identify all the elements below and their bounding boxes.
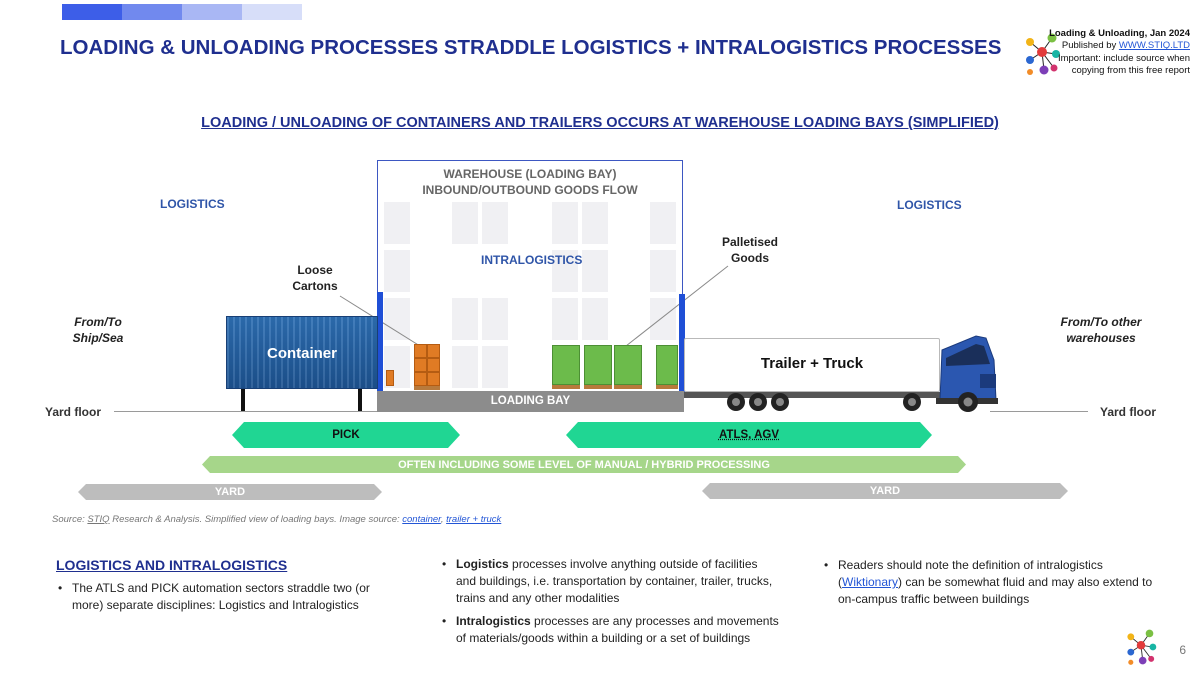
report-name: Loading & Unloading, Jan 2024 [1049, 28, 1190, 39]
yard-floor-line-right [990, 411, 1088, 412]
source-separator: , [440, 514, 447, 525]
color-bar-segment-1 [62, 4, 122, 20]
intralogistics-definition: processes are any processes and movement… [456, 614, 779, 645]
page-title: LOADING & UNLOADING PROCESSES STRADDLE L… [60, 36, 1002, 59]
atls-agv-arrow: ATLS, AGV [566, 422, 932, 448]
warehouse-title-line2: INBOUND/OUTBOUND GOODS FLOW [422, 183, 638, 197]
diagram-subtitle: LOADING / UNLOADING OF CONTAINERS AND TR… [201, 115, 999, 131]
stiq-logo-small-icon [1127, 629, 1157, 665]
shipping-container: Container [226, 316, 378, 389]
loose-cartons-line1: Loose [297, 263, 333, 277]
palletised-goods-line1: Palletised [721, 235, 779, 249]
logistics-term: Logistics [456, 557, 509, 571]
palletised-goods [552, 345, 680, 390]
source-note-line1: Important: include source when [1057, 52, 1190, 64]
list-item: The ATLS and PICK automation sectors str… [56, 580, 396, 614]
loose-cartons-line2: Cartons [292, 279, 338, 293]
from-warehouses-line1: From/To other [1060, 315, 1142, 329]
trailer: Trailer + Truck [684, 338, 940, 392]
trailer-truck-image-link[interactable]: trailer + truck [446, 514, 502, 525]
palletised-goods-line2: Goods [731, 251, 769, 265]
container-leg-left [241, 389, 245, 411]
list-item: Intralogistics processes are any process… [440, 613, 780, 647]
published-by-prefix: Published by [1061, 40, 1119, 52]
loose-cartons [386, 344, 442, 390]
container-leg-right [358, 389, 362, 411]
column-3-bullets: Readers should note the definition of in… [822, 557, 1168, 614]
loading-bay-post-left [377, 292, 383, 392]
logistics-definition: processes involve anything outside of fa… [456, 557, 773, 605]
source-line: Source: STIQ Research & Analysis. Simpli… [52, 514, 501, 525]
source-middle: Research & Analysis. Simplified view of … [109, 514, 403, 525]
intralogistics-term: Intralogistics [456, 614, 531, 628]
from-ship-line1: From/To [74, 315, 122, 329]
warehouse-title: WAREHOUSE (LOADING BAY) INBOUND/OUTBOUND… [377, 166, 683, 198]
color-bar-segment-3 [182, 4, 242, 20]
col3-pre: Readers should note the definition of in… [838, 558, 1103, 589]
page-number: 6 [1179, 643, 1186, 657]
color-bar-segment-2 [122, 4, 182, 20]
from-ship-label: From/To Ship/Sea [56, 314, 140, 346]
container-label: Container [266, 345, 337, 362]
atls-agv-label: ATLS, AGV [718, 429, 780, 441]
source-note-line2: copying from this free report [1071, 64, 1190, 76]
from-warehouses-label: From/To other warehouses [1046, 314, 1156, 346]
source-stiq: STIQ [87, 514, 110, 525]
yard-arrow-right: YARD [702, 483, 1068, 499]
manual-processing-arrow: OFTEN INCLUDING SOME LEVEL OF MANUAL / H… [202, 456, 966, 473]
logistics-label-right: LOGISTICS [897, 198, 962, 212]
yard-arrow-left: YARD [78, 484, 382, 500]
loose-cartons-label: Loose Cartons [282, 262, 348, 294]
col1-bullet1-text: The ATLS and PICK automation sectors str… [72, 581, 370, 612]
trailer-truck-label: Trailer + Truck [760, 355, 864, 372]
yard-floor-label-right: Yard floor [1100, 405, 1157, 419]
stiq-website-link[interactable]: WWW.STIQ.LTD [1118, 40, 1190, 52]
source-prefix: Source: [52, 514, 88, 525]
column-2-bullets: Logistics processes involve anything out… [440, 556, 780, 653]
list-item: Logistics processes involve anything out… [440, 556, 780, 607]
top-color-bar [0, 0, 310, 24]
pick-arrow: PICK [232, 422, 460, 448]
intralogistics-label: INTRALOGISTICS [481, 253, 583, 267]
col3-post: ) can be somewhat fluid and may also ext… [838, 575, 1153, 606]
published-by: Published by WWW.STIQ.LTD [1040, 40, 1190, 52]
loading-bay-bar: LOADING BAY [377, 391, 684, 412]
logistics-label-left: LOGISTICS [160, 197, 225, 211]
warehouse-title-line1: WAREHOUSE (LOADING BAY) [443, 167, 617, 181]
from-ship-line2: Ship/Sea [72, 331, 124, 345]
container-image-link[interactable]: container [402, 514, 441, 525]
loading-bay-post-right [679, 294, 685, 392]
from-warehouses-line2: warehouses [1066, 331, 1136, 345]
wiktionary-link[interactable]: Wiktionary [842, 575, 899, 589]
palletised-goods-label: Palletised Goods [712, 234, 788, 266]
list-item: Readers should note the definition of in… [822, 557, 1168, 608]
color-bar-segment-4 [242, 4, 302, 20]
yard-floor-line-left [114, 411, 378, 412]
publisher-note: Loading & Unloading, Jan 2024 Published … [1040, 28, 1190, 77]
truck-cab-icon [684, 335, 998, 412]
yard-floor-label-left: Yard floor [45, 405, 102, 419]
section-heading: LOGISTICS AND INTRALOGISTICS [56, 557, 288, 573]
column-1-bullets: The ATLS and PICK automation sectors str… [56, 580, 396, 620]
stiq-logo-icon [1026, 33, 1060, 75]
